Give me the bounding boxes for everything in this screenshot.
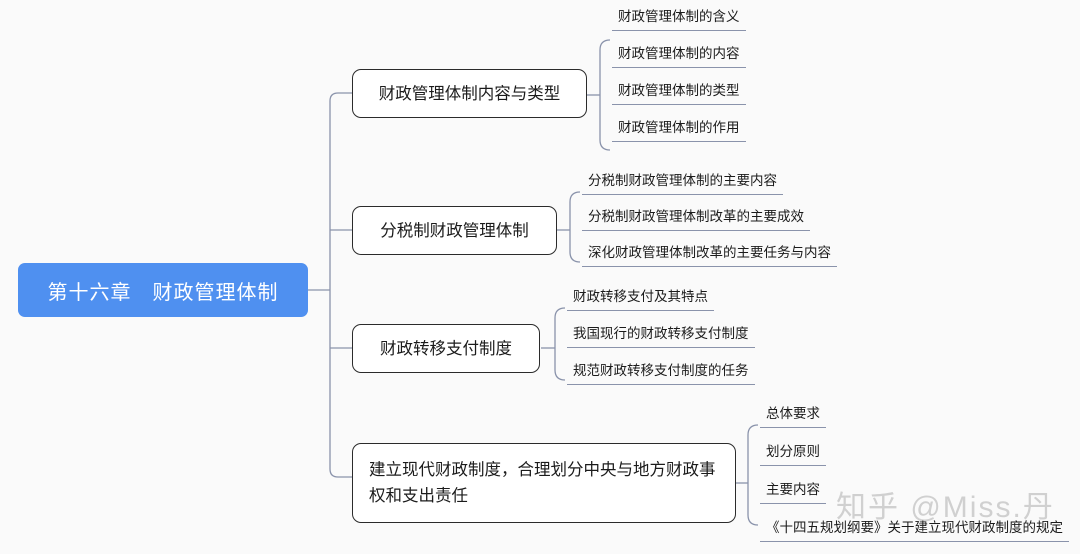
- leaf-2-2[interactable]: 分税制财政管理体制改革的主要成效: [582, 208, 810, 232]
- g2-spine: [569, 191, 581, 263]
- g1-spine: [599, 39, 611, 151]
- leaf-1-4[interactable]: 财政管理体制的作用: [612, 119, 746, 143]
- leaf-4-3[interactable]: 主要内容: [760, 481, 826, 505]
- leaf-2-1[interactable]: 分税制财政管理体制的主要内容: [582, 172, 783, 196]
- leaf-4-1[interactable]: 总体要求: [760, 405, 826, 429]
- leaf-1-1[interactable]: 财政管理体制的含义: [612, 8, 746, 32]
- branch-node-1[interactable]: 财政管理体制内容与类型: [352, 69, 587, 118]
- root-node[interactable]: 第十六章 财政管理体制: [18, 263, 308, 317]
- branch-node-2[interactable]: 分税制财政管理体制: [352, 206, 557, 255]
- branch-node-4[interactable]: 建立现代财政制度，合理划分中央与地方财政事权和支出责任: [352, 443, 736, 523]
- leaf-3-1[interactable]: 财政转移支付及其特点: [567, 288, 714, 312]
- g3-spine: [554, 307, 566, 381]
- g4-spine: [747, 424, 759, 526]
- leaf-2-3[interactable]: 深化财政管理体制改革的主要任务与内容: [582, 244, 837, 268]
- trunk-spine: [329, 92, 352, 478]
- watermark: 知乎 @Miss.丹: [836, 491, 1055, 524]
- leaf-4-2[interactable]: 划分原则: [760, 443, 826, 467]
- branch-node-3[interactable]: 财政转移支付制度: [352, 324, 540, 373]
- leaf-1-3[interactable]: 财政管理体制的类型: [612, 82, 746, 106]
- leaf-3-2[interactable]: 我国现行的财政转移支付制度: [567, 325, 755, 349]
- leaf-3-3[interactable]: 规范财政转移支付制度的任务: [567, 362, 755, 386]
- leaf-4-4[interactable]: 《十四五规划纲要》关于建立现代财政制度的规定: [760, 519, 1069, 543]
- leaf-1-2[interactable]: 财政管理体制的内容: [612, 45, 746, 69]
